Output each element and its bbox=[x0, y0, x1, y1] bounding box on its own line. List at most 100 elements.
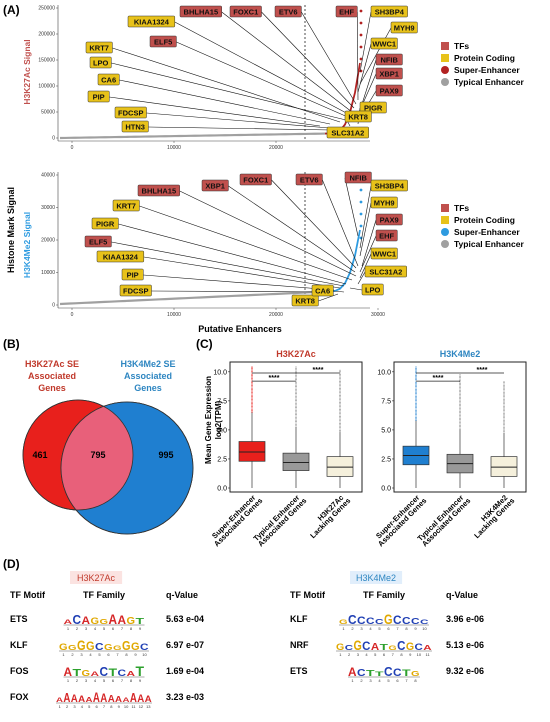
logo-letter: T bbox=[73, 668, 82, 679]
gene-label-box bbox=[291, 294, 319, 307]
label-connector bbox=[359, 27, 392, 85]
logo-position: 1 bbox=[339, 652, 342, 657]
boxplot-title: H3K27Ac bbox=[276, 349, 316, 359]
gene-label: FDCSP bbox=[118, 109, 143, 118]
category-label: Associated Genes bbox=[420, 496, 472, 548]
logo-position: 2 bbox=[348, 652, 351, 657]
gene-label: PAX9 bbox=[380, 216, 399, 225]
logo-position: 7 bbox=[121, 626, 124, 631]
label-connector bbox=[111, 241, 345, 287]
logo-letter: T bbox=[136, 663, 145, 679]
logo-letter: A bbox=[130, 690, 137, 705]
col-header-family: TF Family bbox=[83, 590, 125, 600]
gene-label: ELF5 bbox=[154, 38, 172, 47]
label-connector bbox=[146, 112, 331, 129]
legend-swatch bbox=[441, 42, 449, 50]
y-tick-label: 7.5 bbox=[381, 398, 391, 405]
logo-letter: T bbox=[136, 617, 145, 626]
y-tick-label: 5.0 bbox=[381, 427, 391, 434]
logo-position: 11 bbox=[131, 704, 136, 709]
logo-letter: G bbox=[131, 641, 140, 653]
boxplot-title: H3K4Me2 bbox=[440, 349, 481, 359]
gene-label-box bbox=[390, 21, 418, 34]
y-tick-label: 0.0 bbox=[217, 486, 227, 493]
y-tick-label: 0 bbox=[52, 136, 55, 142]
logo-letter: C bbox=[95, 642, 104, 653]
q-value: 6.97 e-07 bbox=[166, 640, 204, 650]
label-connector bbox=[139, 205, 353, 281]
table-title: H3K4Me2 bbox=[356, 573, 396, 583]
logo-position: 1 bbox=[342, 626, 345, 631]
logo-position: 9 bbox=[134, 652, 137, 657]
gene-label: BHLHA15 bbox=[142, 187, 177, 196]
logo-position: 4 bbox=[94, 678, 97, 683]
venn-only-left: 461 bbox=[32, 450, 47, 460]
venn-only-right: 995 bbox=[158, 450, 173, 460]
y-tick-label: 30000 bbox=[41, 205, 55, 211]
logo-position: 5 bbox=[378, 626, 381, 631]
gene-label-box bbox=[370, 179, 408, 192]
col-header-motif: TF Motif bbox=[10, 590, 46, 600]
logo-letter: G bbox=[122, 638, 131, 653]
panel-a-ylabel: Histone Mark Signal bbox=[6, 187, 16, 273]
logo-position: 1 bbox=[62, 652, 65, 657]
logo-letter: T bbox=[109, 667, 118, 679]
label-connector bbox=[143, 274, 335, 291]
logo-position: 2 bbox=[76, 678, 79, 683]
logo-letter: G bbox=[411, 671, 420, 678]
gene-label: KRT8 bbox=[348, 113, 368, 122]
logo-position: 5 bbox=[387, 678, 390, 683]
gene-label: WWC1 bbox=[372, 40, 396, 49]
y-tick-label: 5.0 bbox=[217, 427, 227, 434]
logo-position: 9 bbox=[118, 704, 121, 709]
legend-text: Super-Enhancer bbox=[454, 227, 520, 237]
typical-enhancer-curve bbox=[59, 290, 326, 306]
super-enhancer-curve bbox=[324, 229, 361, 293]
gene-label-box bbox=[364, 265, 407, 278]
gene-label: PAX9 bbox=[380, 87, 399, 96]
logo-position: 7 bbox=[116, 652, 119, 657]
logo-position: 10 bbox=[124, 704, 129, 709]
logo-position: 8 bbox=[405, 626, 408, 631]
y-tick-label: 10.0 bbox=[213, 369, 227, 376]
logo-letter: G bbox=[91, 616, 100, 626]
gene-label-box bbox=[121, 120, 149, 133]
logo-letter: C bbox=[397, 638, 406, 653]
legend-swatch bbox=[441, 216, 449, 224]
y-tick-label: 0 bbox=[52, 303, 55, 309]
super-enhancer-point bbox=[359, 188, 363, 192]
box bbox=[490, 456, 518, 477]
gene-label-box bbox=[85, 41, 113, 54]
table-title-bg bbox=[350, 571, 403, 584]
motif-family: FOS bbox=[10, 666, 29, 676]
super-enhancer-point bbox=[359, 57, 363, 61]
label-connector bbox=[359, 11, 372, 73]
gene-label-box bbox=[114, 106, 147, 119]
sig-label: **** bbox=[313, 367, 324, 374]
logo-letter: C bbox=[73, 612, 82, 627]
gene-label: KRT8 bbox=[295, 297, 315, 306]
boxplot-frame bbox=[393, 361, 527, 493]
logo-letter: G bbox=[339, 620, 348, 626]
logo-position: 10 bbox=[142, 652, 147, 657]
logo-letter: G bbox=[77, 637, 86, 653]
panel-c-ylabel-2: log2(TPM) bbox=[214, 400, 223, 439]
label-connector bbox=[143, 256, 341, 289]
logo-position: 5 bbox=[374, 652, 377, 657]
logo-position: 4 bbox=[81, 704, 84, 709]
logo-position: 3 bbox=[73, 704, 76, 709]
legend-swatch bbox=[441, 54, 449, 62]
category-label: Super-Enhancer bbox=[374, 493, 421, 540]
logo-letter: C bbox=[384, 664, 393, 679]
logo-letter: T bbox=[380, 643, 388, 652]
sig-label: **** bbox=[269, 375, 280, 382]
logo-letter: C bbox=[366, 616, 375, 626]
logo-letter: A bbox=[115, 695, 122, 704]
logo-letter: A bbox=[122, 698, 130, 704]
logo-position: 5 bbox=[98, 652, 101, 657]
super-enhancer-point bbox=[359, 224, 363, 228]
logo-letter: C bbox=[357, 668, 366, 679]
label-connector bbox=[357, 43, 372, 93]
logo-position: 4 bbox=[89, 652, 92, 657]
